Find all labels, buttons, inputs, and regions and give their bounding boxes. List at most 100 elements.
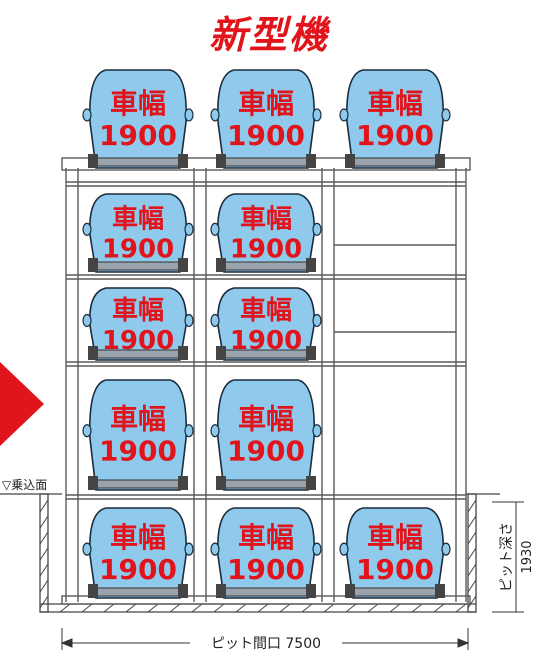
car-group: 車幅1900車幅1900車幅1900車幅1900車幅1900車幅1900車幅19… (82, 69, 451, 599)
car-width-value: 1900 (356, 119, 434, 152)
car-mirror (184, 222, 194, 236)
car-width-label: 車幅 (110, 521, 166, 554)
car-wheel (306, 476, 316, 490)
car-mirror (184, 542, 194, 556)
car-bumper (93, 587, 183, 597)
car-bumper (350, 587, 440, 597)
car-wheel (88, 154, 98, 168)
car-wheel (178, 476, 188, 490)
car-wheel (178, 154, 188, 168)
car-wheel (88, 258, 98, 272)
car-width-label: 車幅 (110, 402, 166, 435)
steel-frame (61, 157, 471, 605)
car-mirror (210, 542, 220, 556)
pit-depth-dimension (492, 501, 524, 613)
pit-width-label: ピット間口 7500 (211, 636, 321, 652)
car-wheel (345, 154, 355, 168)
hatch-line (279, 603, 291, 613)
hatch-line (39, 547, 49, 561)
hatch-line (169, 603, 181, 613)
car-mirror (82, 424, 92, 438)
car-wheel (88, 476, 98, 490)
car-wheel (306, 154, 316, 168)
hatch-pattern (39, 499, 477, 613)
boarding-level-label: ▽乗込面 (2, 478, 47, 492)
car-mirror (339, 108, 349, 122)
hatch-line (455, 603, 467, 613)
car-mirror (339, 542, 349, 556)
car-mirror (210, 313, 220, 328)
car-width-label: 車幅 (367, 87, 423, 120)
car-wheel (306, 346, 316, 360)
hatch-line (191, 603, 203, 613)
car-wheel (435, 154, 445, 168)
hatch-line (39, 579, 49, 593)
car-width-label: 車幅 (238, 87, 294, 120)
pit-depth-value: 1930 (520, 540, 535, 573)
car-width-label: 車幅 (112, 205, 164, 235)
hatch-line (235, 603, 247, 613)
red-arrow-icon (0, 362, 44, 446)
car-width-label: 車幅 (110, 87, 166, 120)
car-width-label: 車幅 (238, 402, 294, 435)
car-bumper (221, 157, 311, 167)
car-width-value: 1900 (227, 434, 305, 467)
hatch-line (39, 563, 49, 577)
hatch-line (39, 595, 49, 609)
car-body (89, 379, 187, 491)
pit-wall-left (39, 493, 49, 613)
car-width-value: 1900 (227, 553, 305, 586)
car-mirror (312, 313, 322, 328)
car-width-value: 1900 (230, 326, 302, 356)
car-mirror (441, 542, 451, 556)
car-width-label: 車幅 (240, 296, 292, 326)
hatch-line (433, 603, 445, 613)
car-wheel (345, 584, 355, 598)
hatch-line (345, 603, 357, 613)
hatch-line (467, 563, 477, 577)
car-mirror (184, 424, 194, 438)
car-wheel (216, 476, 226, 490)
car-wheel (216, 346, 226, 360)
car-wheel (306, 584, 316, 598)
car-mirror (210, 108, 220, 122)
page-title: 新型機 (208, 13, 329, 57)
car-mirror (184, 108, 194, 122)
hatch-line (323, 603, 335, 613)
hatch-line (213, 603, 225, 613)
car-width-value: 1900 (102, 235, 174, 265)
hatch-line (39, 515, 49, 529)
car-width-value: 1900 (102, 326, 174, 356)
car-wheel (435, 584, 445, 598)
car-mirror (441, 108, 451, 122)
hatch-line (467, 531, 477, 545)
car-mirror (312, 108, 322, 122)
hatch-line (467, 579, 477, 593)
hatch-line (39, 499, 49, 513)
hatch-line (147, 603, 159, 613)
car-mirror (210, 222, 220, 236)
hatch-line (367, 603, 379, 613)
car-wheel (306, 258, 316, 272)
car-width-label: 車幅 (240, 205, 292, 235)
car-body (217, 379, 315, 491)
car-wheel (216, 584, 226, 598)
car-mirror (82, 222, 92, 236)
car-width-label: 車幅 (112, 296, 164, 326)
car-wheel (178, 258, 188, 272)
car-width-label: 車幅 (238, 521, 294, 554)
car-width-value: 1900 (356, 553, 434, 586)
car-mirror (82, 108, 92, 122)
car-bumper (93, 157, 183, 167)
hatch-line (125, 603, 137, 613)
car-bumper (93, 479, 183, 489)
